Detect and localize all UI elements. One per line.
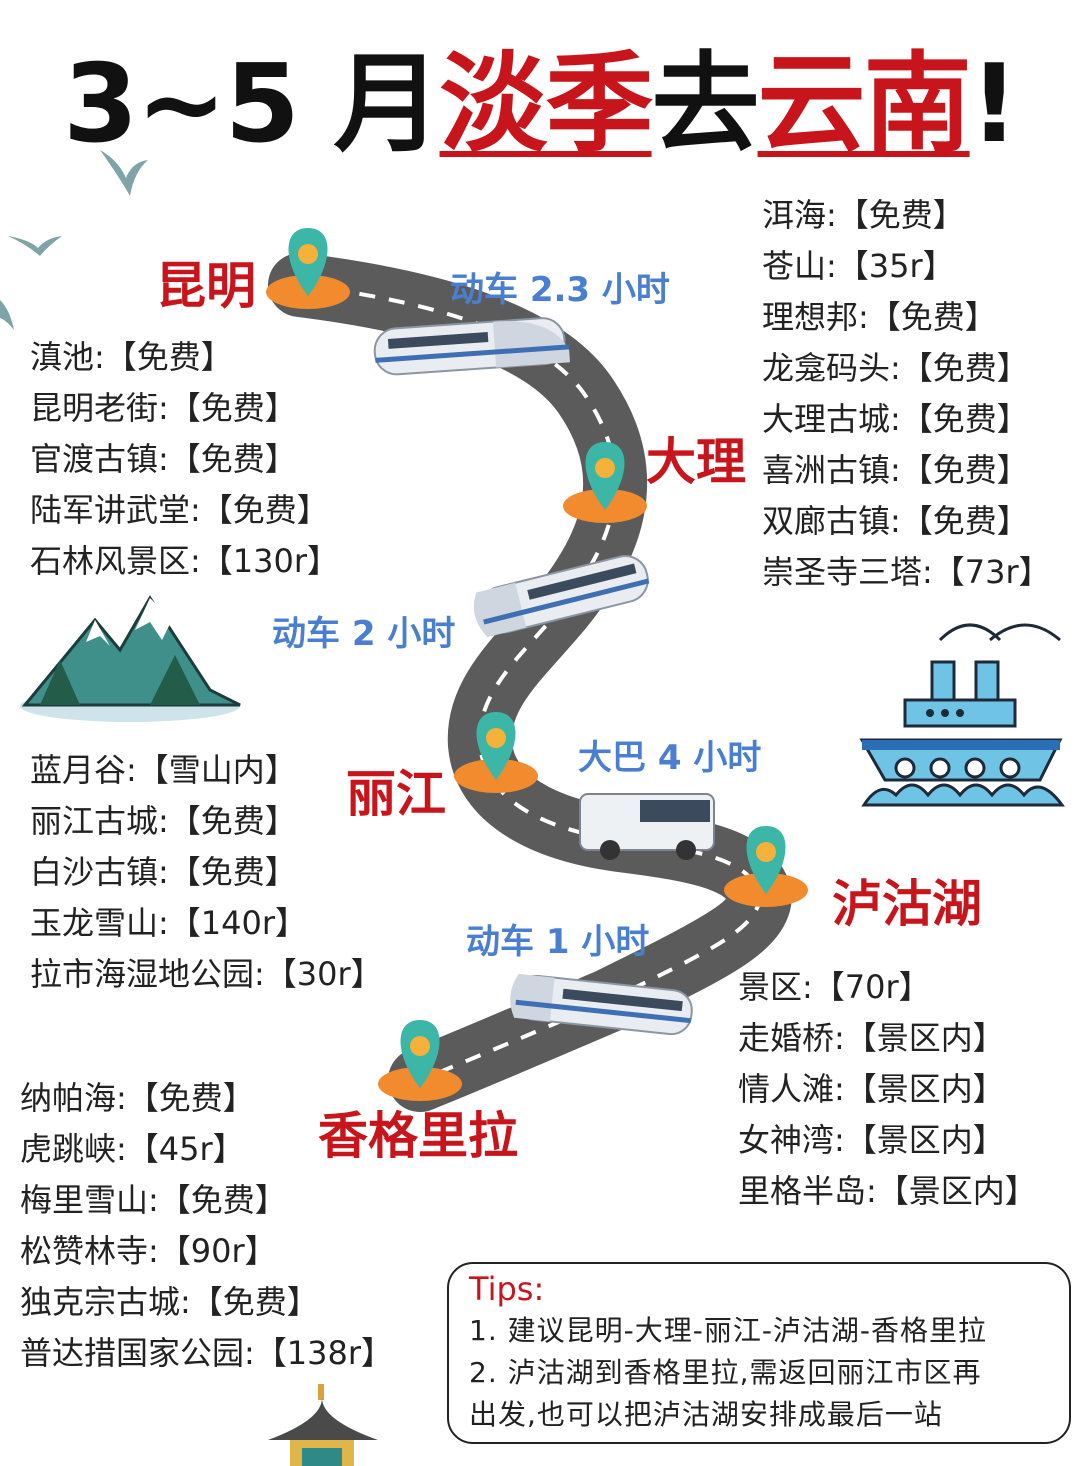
page-title: 3~5 月淡季去云南! — [0, 40, 1080, 170]
city-label-lijiang: 丽江 — [346, 765, 446, 823]
list-item: 滇池:【免费】 — [30, 338, 233, 376]
location-pin-icon — [724, 826, 808, 907]
list-item: 双廊古镇:【免费】 — [762, 502, 1029, 540]
list-item: 官渡古镇:【免费】 — [30, 440, 297, 478]
tips-line-2: 2. 泸沽湖到香格里拉,需返回丽江市区再 — [469, 1356, 982, 1389]
city-label-shangri: 香格里拉 — [318, 1107, 518, 1165]
list-item: 龙龛码头:【免费】 — [762, 349, 1029, 387]
bird-icon — [0, 150, 148, 330]
list-item: 白沙古镇:【免费】 — [30, 853, 297, 891]
location-pin-icon — [454, 712, 538, 793]
transport-kunming-dali: 动车 2.3 小时 — [450, 270, 670, 310]
transport-lugu-shangri: 动车 1 小时 — [466, 922, 650, 962]
tips-line-1: 1. 建议昆明-大理-丽江-泸沽湖-香格里拉 — [469, 1314, 988, 1347]
list-item: 纳帕海:【免费】 — [20, 1079, 255, 1117]
list-item: 石林风景区:【130r】 — [30, 542, 340, 580]
list-item: 喜洲古镇:【免费】 — [762, 451, 1029, 489]
list-item: 蓝月谷:【雪山内】 — [30, 751, 297, 789]
list-item: 松赞林寺:【90r】 — [20, 1232, 277, 1270]
location-pin-icon — [266, 228, 350, 309]
mountain-icon — [20, 595, 241, 722]
list-item: 景区:【70r】 — [738, 968, 931, 1006]
list-item: 虎跳峡:【45r】 — [20, 1130, 245, 1168]
lugu-attractions: 景区:【70r】 走婚桥:【景区内】 情人滩:【景区内】 女神湾:【景区内】 里… — [738, 962, 1037, 1217]
list-item: 独克宗古城:【免费】 — [20, 1283, 319, 1321]
list-item: 洱海:【免费】 — [762, 196, 965, 234]
list-item: 女神湾:【景区内】 — [738, 1121, 1005, 1159]
list-item: 里格半岛:【景区内】 — [738, 1172, 1037, 1210]
train-icon — [473, 555, 650, 638]
ship-icon — [859, 623, 1065, 807]
list-item: 拉市海湿地公园:【30r】 — [30, 955, 383, 993]
tips-box: Tips: 1. 建议昆明-大理-丽江-泸沽湖-香格里拉 2. 泸沽湖到香格里拉… — [447, 1262, 1071, 1444]
transport-lijiang-lugu: 大巴 4 小时 — [578, 738, 762, 778]
temple-icon — [268, 1384, 378, 1466]
location-pin-icon — [563, 442, 647, 523]
list-item: 情人滩:【景区内】 — [738, 1070, 1005, 1108]
train-icon — [510, 973, 693, 1036]
list-item: 走婚桥:【景区内】 — [738, 1019, 1005, 1057]
tips-line-3: 出发,也可以把泸沽湖安排成最后一站 — [469, 1398, 943, 1431]
location-pin-icon — [378, 1020, 462, 1101]
list-item: 理想邦:【免费】 — [762, 298, 997, 336]
title-prefix: 3~5 月 — [63, 42, 441, 167]
list-item: 玉龙雪山:【140r】 — [30, 904, 308, 942]
shangri-attractions: 纳帕海:【免费】 虎跳峡:【45r】 梅里雪山:【免费】 松赞林寺:【90r】 … — [20, 1073, 393, 1379]
title-offseason: 淡季 — [439, 42, 654, 167]
dali-attractions: 洱海:【免费】 苍山:【35r】 理想邦:【免费】 龙龛码头:【免费】 大理古城… — [762, 190, 1051, 598]
city-label-dali: 大理 — [646, 433, 746, 491]
lijiang-attractions: 蓝月谷:【雪山内】 丽江古城:【免费】 白沙古镇:【免费】 玉龙雪山:【140r… — [30, 745, 383, 1000]
city-label-lugu: 泸沽湖 — [832, 875, 982, 933]
list-item: 苍山:【35r】 — [762, 247, 955, 285]
tips-title: Tips: — [469, 1270, 545, 1308]
list-item: 普达措国家公园:【138r】 — [20, 1334, 394, 1372]
city-label-kunming: 昆明 — [156, 257, 256, 315]
list-item: 大理古城:【免费】 — [762, 400, 1029, 438]
bus-icon — [579, 793, 715, 860]
list-item: 陆军讲武堂:【免费】 — [30, 491, 329, 529]
title-suffix: ! — [969, 42, 1019, 167]
title-go: 去 — [651, 42, 760, 167]
list-item: 梅里雪山:【免费】 — [20, 1181, 287, 1219]
title-yunnan: 云南 — [757, 42, 972, 167]
kunming-attractions: 滇池:【免费】 昆明老街:【免费】 官渡古镇:【免费】 陆军讲武堂:【免费】 石… — [30, 332, 339, 587]
transport-dali-lijiang: 动车 2 小时 — [272, 614, 456, 654]
train-icon — [373, 317, 570, 376]
list-item: 丽江古城:【免费】 — [30, 802, 297, 840]
list-item: 崇圣寺三塔:【73r】 — [762, 553, 1051, 591]
list-item: 昆明老街:【免费】 — [30, 389, 297, 427]
